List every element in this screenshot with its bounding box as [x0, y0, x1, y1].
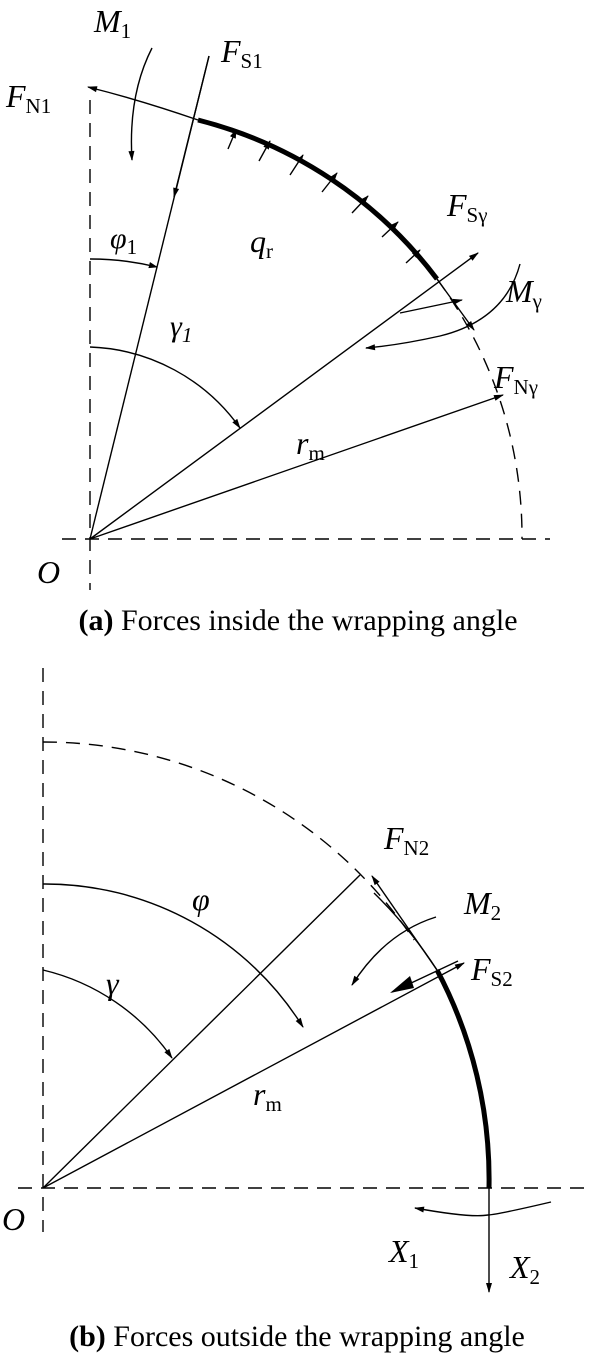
load-arrow — [351, 195, 369, 214]
label-fn2: FN2 — [383, 820, 429, 860]
label-x2: X2 — [508, 1249, 540, 1289]
force-fs1-arrow — [173, 55, 210, 198]
force-fn2-arrow — [371, 875, 438, 971]
label-m2: M2 — [463, 885, 501, 925]
label-gamma: γ — [106, 965, 120, 1001]
load-arrow — [289, 154, 304, 176]
load-arrow — [321, 172, 338, 193]
load-arrow — [405, 249, 421, 264]
label-m1: M1 — [93, 3, 131, 43]
label-fs1: FS1 — [220, 33, 263, 73]
panel-b: FN2 M2 φ FS2 γ rm O X1 X2 (b) Forces out… — [2, 668, 590, 1353]
moment-x1-arrow — [414, 1201, 552, 1217]
label-fng: FNγ — [493, 359, 538, 399]
dashed-arc-a — [436, 278, 523, 540]
load-arrow — [227, 129, 237, 150]
label-phi1: φ1 — [110, 222, 137, 259]
label-phi: φ — [192, 881, 210, 917]
label-x1: X1 — [387, 1233, 419, 1273]
wrapped-segment-b — [434, 968, 492, 1189]
wrapped-segment-a — [197, 117, 439, 281]
label-origin-a: O — [37, 554, 60, 590]
label-fn1: FN1 — [5, 78, 51, 118]
moment-m1-arrow — [128, 47, 153, 161]
force-fsg-arrow — [89, 252, 479, 540]
label-gamma1: γ1 — [170, 310, 192, 347]
panel-a: M1 FS1 FN1 φ1 γ1 qr FSγ Mγ FNγ rm O (a) … — [5, 3, 550, 637]
force-fs2-arrowhead — [390, 976, 414, 993]
distributed-load-qr — [227, 129, 421, 264]
label-rm-a: rm — [296, 425, 325, 465]
moment-mg-arrow — [365, 263, 521, 351]
moment-m2-arrow — [351, 916, 437, 986]
radius-rm-arrow-b — [42, 962, 465, 1189]
force-fn1-arrow — [87, 86, 199, 121]
angle-arc-gamma — [42, 969, 173, 1059]
angle-arc-phi — [42, 883, 304, 1028]
load-arrow — [381, 221, 399, 238]
dashed-arc-b — [42, 741, 415, 941]
angle-arc-gamma1 — [89, 346, 241, 429]
caption-b: (b) Forces outside the wrapping angle — [69, 1320, 525, 1353]
load-arrow — [258, 140, 271, 162]
angle-arc-phi1 — [89, 258, 158, 269]
label-mg: Mγ — [505, 273, 542, 313]
label-qr: qr — [250, 223, 273, 263]
label-fs2: FS2 — [470, 951, 513, 991]
moment-mg-inner-arrow — [399, 298, 463, 314]
radius-line-phi — [42, 874, 361, 1189]
label-origin-b: O — [2, 1201, 25, 1237]
caption-a: (a) Forces inside the wrapping angle — [78, 604, 517, 637]
radius-rm-arrow-a — [89, 394, 504, 540]
label-rm-b: rm — [253, 1076, 282, 1116]
label-fsg: FSγ — [446, 187, 488, 227]
